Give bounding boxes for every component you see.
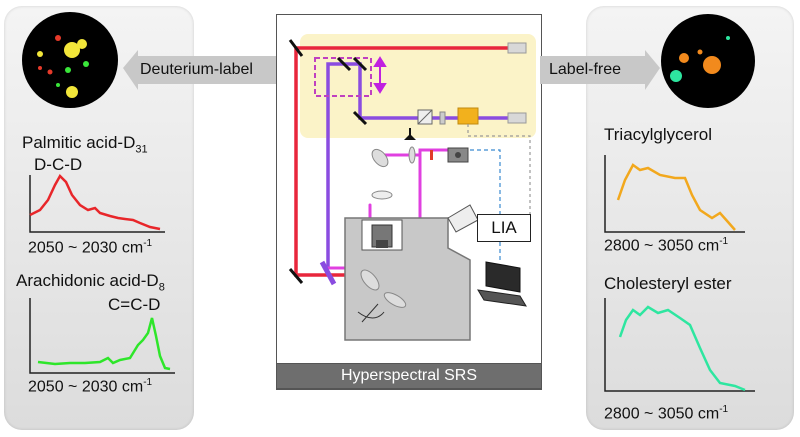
arachidonic-peak-label: C=C-D bbox=[108, 295, 161, 314]
lock-in-amplifier-box: LIA bbox=[477, 214, 531, 242]
cholesteryl-ester-spectrum-line bbox=[618, 305, 746, 392]
label-free-text: Label-free bbox=[549, 61, 622, 78]
deuterium-label-text: Deuterium-label bbox=[140, 61, 253, 78]
laser-head-red bbox=[507, 42, 527, 54]
cholesteryl-ester-range-label: 2800 ~ 3050 cm-1 bbox=[604, 404, 729, 423]
cholesteryl-ester-title: Cholesteryl ester bbox=[604, 274, 732, 293]
label-free-cell-image bbox=[661, 14, 755, 108]
palmitic-range-label: 2050 ~ 2030 cm-1 bbox=[28, 238, 153, 257]
arachidonic-acid-spectrum-line bbox=[37, 317, 171, 371]
reference-signal-line bbox=[467, 124, 531, 214]
laptop-icon bbox=[477, 261, 527, 307]
left-arrow bbox=[123, 50, 276, 90]
palmitic-acid-spectrum-line bbox=[29, 173, 161, 231]
dichroic-mirror bbox=[319, 260, 337, 286]
detector-signal-line bbox=[470, 149, 501, 214]
triacylglycerol-range-label: 2800 ~ 3050 cm-1 bbox=[604, 236, 729, 255]
arachidonic-range-label: 2050 ~ 2030 cm-1 bbox=[28, 377, 153, 396]
palmitic-acid-title: Palmitic acid-D31 bbox=[22, 133, 148, 156]
eom-modulator bbox=[457, 107, 479, 125]
hyperspectral-srs-caption: Hyperspectral SRS bbox=[276, 363, 542, 389]
arachidonic-acid-title: Arachidonic acid-D8 bbox=[16, 271, 165, 294]
right-spectrum-axes bbox=[604, 155, 755, 392]
right-arrow bbox=[540, 50, 660, 90]
triacylglycerol-spectrum-line bbox=[616, 163, 736, 231]
triacylglycerol-title: Triacylglycerol bbox=[604, 125, 713, 144]
delay-stage-box bbox=[314, 57, 372, 97]
delay-stage-arrow-icon bbox=[373, 56, 387, 94]
microscope-icon bbox=[344, 190, 479, 341]
deuterium-cell-image bbox=[22, 12, 118, 108]
laser-head-purple bbox=[507, 112, 527, 124]
palmitic-peak-label: D-C-D bbox=[34, 155, 83, 174]
left-spectrum-axes bbox=[29, 175, 175, 374]
mirror-icons bbox=[288, 39, 368, 284]
